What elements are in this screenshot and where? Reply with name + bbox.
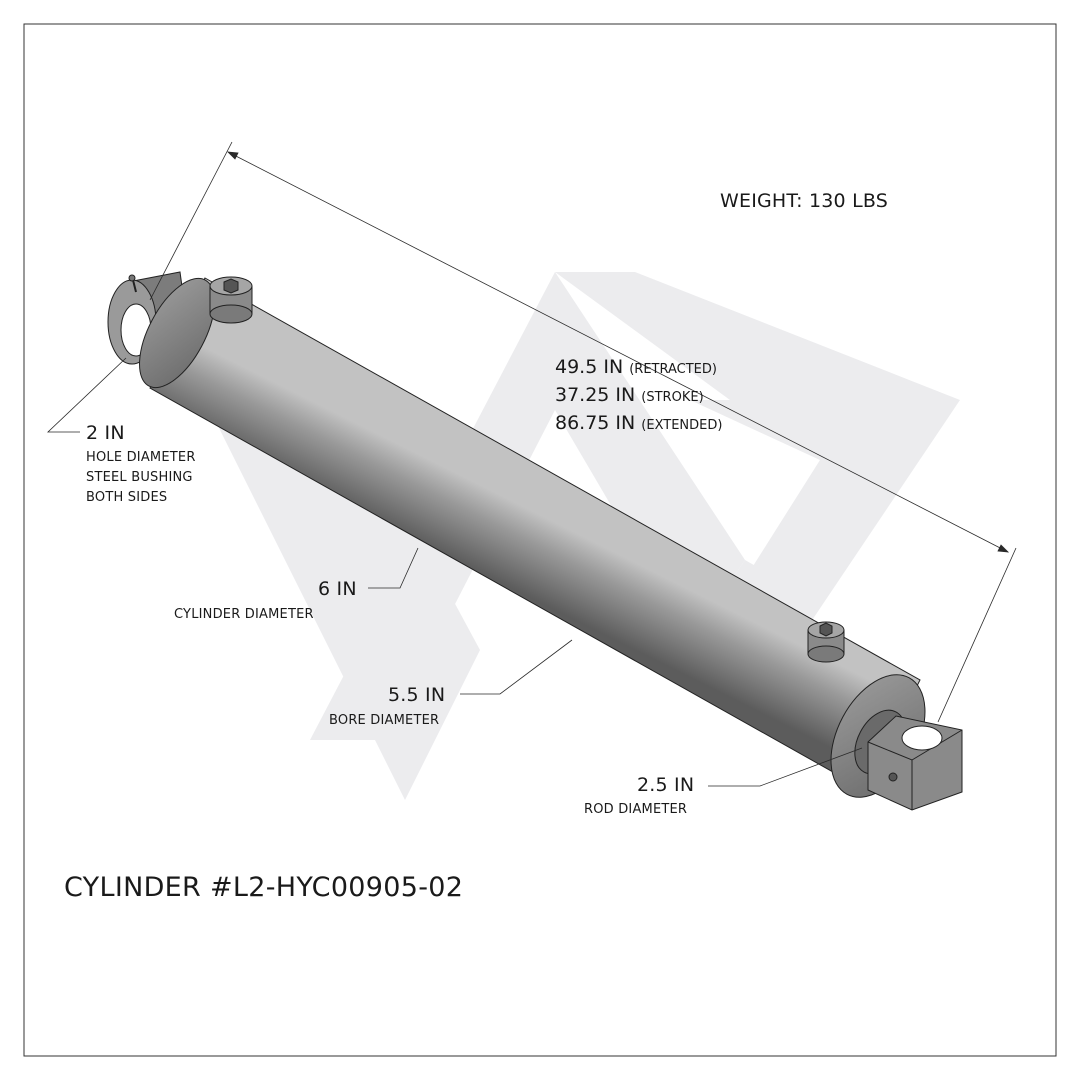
extended-length: 86.75 IN (EXTENDED) [555,412,722,434]
hole-diameter-value: 2 IN [86,422,125,444]
length-dimension [149,141,1017,723]
rod-diameter-label: ROD DIAMETER [584,802,688,817]
stroke-note: (STROKE) [641,390,704,405]
cylinder-diameter-label: CYLINDER DIAMETER [174,607,314,622]
part-number-title: CYLINDER #L2-HYC00905-02 [64,872,464,903]
weight-label: WEIGHT: 130 LBS [720,190,889,212]
bore-diameter-value: 5.5 IN [388,684,446,706]
retracted-value: 49.5 IN [555,356,624,378]
drawing-border [23,23,1057,1057]
extended-value: 86.75 IN [555,412,636,434]
retracted-note: (RETRACTED) [629,362,717,377]
dimension-leaders [46,357,863,787]
bore-diameter-label: BORE DIAMETER [329,713,440,728]
cylinder-diameter-value: 6 IN [318,578,357,600]
rod-clevis [867,715,963,811]
hole-diameter-label: HOLE DIAMETER [86,450,196,465]
stroke-value: 37.25 IN [555,384,636,406]
steel-bushing-label: STEEL BUSHING [86,470,193,485]
front-port [807,621,845,663]
stroke-length: 37.25 IN (STROKE) [555,384,704,406]
rear-port [209,276,253,324]
rod-diameter-value: 2.5 IN [637,774,695,796]
retracted-length: 49.5 IN (RETRACTED) [555,356,717,378]
extended-note: (EXTENDED) [641,418,723,433]
both-sides-label: BOTH SIDES [86,490,168,505]
